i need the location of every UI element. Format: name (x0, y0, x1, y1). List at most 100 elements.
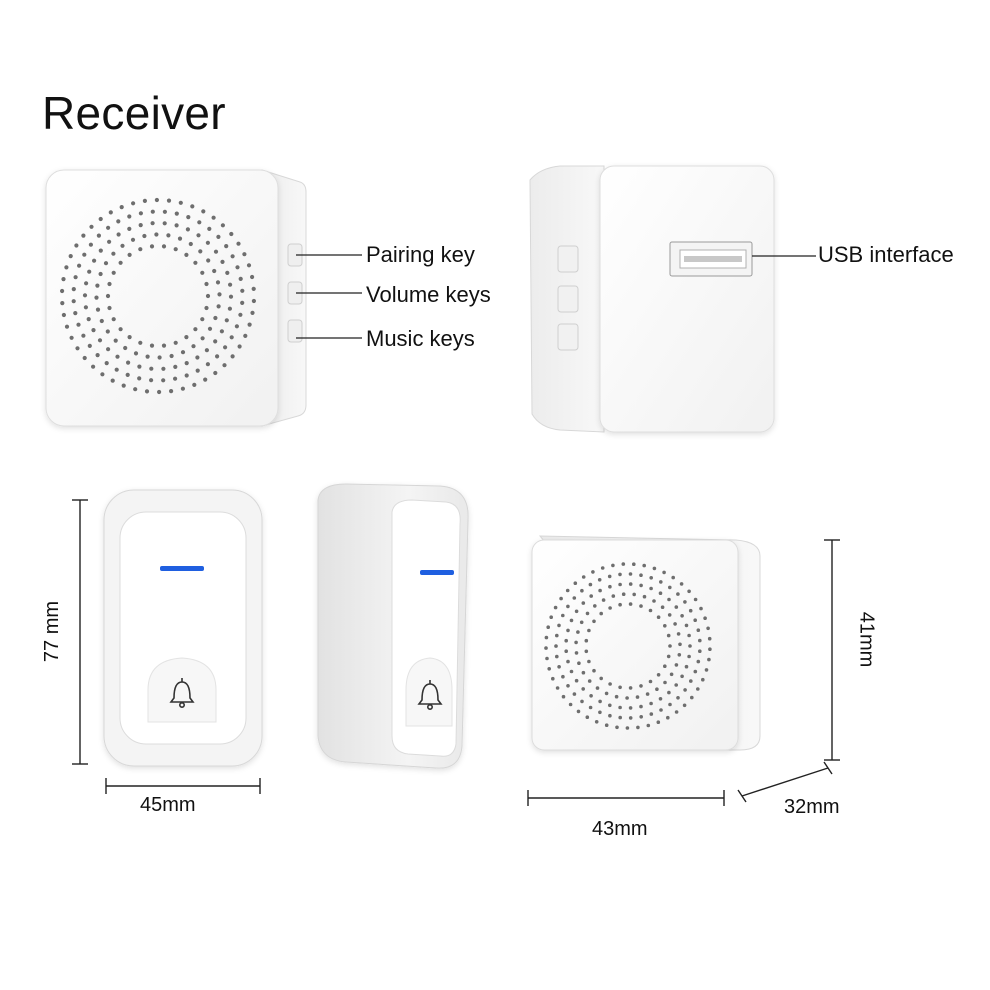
speaker-hole (628, 602, 633, 606)
speaker-hole (684, 623, 689, 628)
speaker-hole (598, 588, 602, 593)
speaker-hole (656, 615, 661, 619)
speaker-hole (585, 715, 590, 719)
speaker-hole (658, 697, 663, 701)
speaker-hole (608, 584, 612, 589)
speaker-hole (649, 576, 653, 580)
speaker-hole (220, 259, 225, 264)
speaker-hole (216, 234, 221, 239)
speaker-hole (674, 605, 679, 609)
speaker-hole (96, 233, 101, 238)
speaker-hole (576, 630, 580, 634)
receiver-front (45, 169, 362, 427)
speaker-hole (608, 703, 612, 708)
speaker-hole (200, 317, 205, 322)
speaker-hole (138, 211, 143, 216)
speaker-hole (234, 324, 239, 329)
speaker-hole (99, 318, 104, 324)
speaker-hole (587, 679, 592, 683)
speaker-hole (698, 638, 702, 643)
speaker-hole (60, 288, 65, 294)
speaker-hole (116, 219, 121, 224)
speaker-hole (150, 209, 155, 214)
speaker-hole (174, 223, 179, 228)
speaker-hole (116, 232, 121, 237)
speaker-hole (83, 305, 88, 310)
speaker-hole (184, 361, 189, 366)
speaker-hole (213, 249, 219, 254)
speaker-hole (598, 710, 602, 715)
speaker-hole (663, 664, 667, 668)
speaker-hole (82, 355, 87, 361)
speaker-hole (628, 706, 633, 710)
speaker-hole (628, 686, 633, 690)
speaker-hole (173, 364, 178, 369)
speaker-hole (574, 640, 578, 645)
speaker-hole (680, 674, 684, 679)
speaker-hole (614, 694, 619, 699)
speaker-hole (126, 360, 131, 365)
speaker-hole (621, 592, 626, 596)
speaker-hole (111, 317, 116, 322)
speaker-hole (594, 720, 599, 724)
speaker-hole (111, 251, 116, 256)
speaker-hole (618, 582, 622, 587)
speaker-hole (564, 638, 568, 643)
speaker-hole (108, 210, 113, 215)
speaker-hole (76, 322, 81, 327)
button-height-label: 77 mm (41, 600, 64, 663)
speaker-hole (237, 344, 242, 349)
speaker-hole (679, 582, 684, 586)
speaker-hole (213, 315, 218, 321)
speaker-hole (615, 725, 619, 730)
usb-interface-label: USB interface (818, 242, 954, 267)
speaker-hole (247, 322, 252, 327)
speaker-hole (215, 354, 220, 359)
speaker-hole (118, 327, 123, 332)
speaker-hole (625, 696, 629, 700)
speaker-hole (707, 657, 711, 662)
speaker-hole (688, 644, 692, 648)
speaker-hole (91, 328, 96, 333)
speaker-hole (595, 686, 600, 690)
speaker-hole (574, 651, 579, 655)
speaker-hole (82, 293, 88, 298)
speaker-hole (240, 300, 245, 305)
speaker-hole (639, 604, 643, 608)
speaker-hole (698, 649, 702, 653)
speaker-hole (673, 622, 677, 626)
speaker-hole (581, 670, 586, 675)
speaker-hole (553, 605, 558, 610)
speaker-hole (600, 566, 605, 570)
speaker-hole (642, 563, 646, 568)
speaker-hole (107, 305, 112, 311)
speaker-hole (699, 606, 703, 611)
speaker-hole (142, 198, 147, 203)
speaker-hole (561, 674, 565, 679)
receiver-height-label: 41mm (855, 611, 878, 668)
speaker-hole (211, 215, 216, 220)
speaker-hole (667, 597, 671, 602)
speaker-hole (222, 363, 227, 368)
speaker-hole (169, 353, 174, 359)
speaker-hole (242, 252, 247, 257)
speaker-hole (628, 572, 633, 576)
speaker-hole (662, 570, 666, 575)
speaker-hole (618, 602, 622, 607)
speaker-hole (173, 376, 178, 381)
speaker-hole (150, 221, 155, 226)
speaker-hole (701, 677, 705, 682)
speaker-hole (660, 605, 665, 609)
speaker-hole (184, 373, 189, 378)
speaker-hole (639, 573, 643, 577)
speaker-hole (73, 311, 78, 316)
speaker-hole (213, 339, 218, 344)
speaker-hole (95, 353, 100, 358)
speaker-hole (683, 600, 687, 604)
speaker-hole (162, 209, 167, 214)
speaker-hole (133, 351, 139, 356)
speaker-hole (238, 276, 243, 281)
speaker-hole (658, 591, 663, 595)
speaker-hole (81, 333, 86, 338)
